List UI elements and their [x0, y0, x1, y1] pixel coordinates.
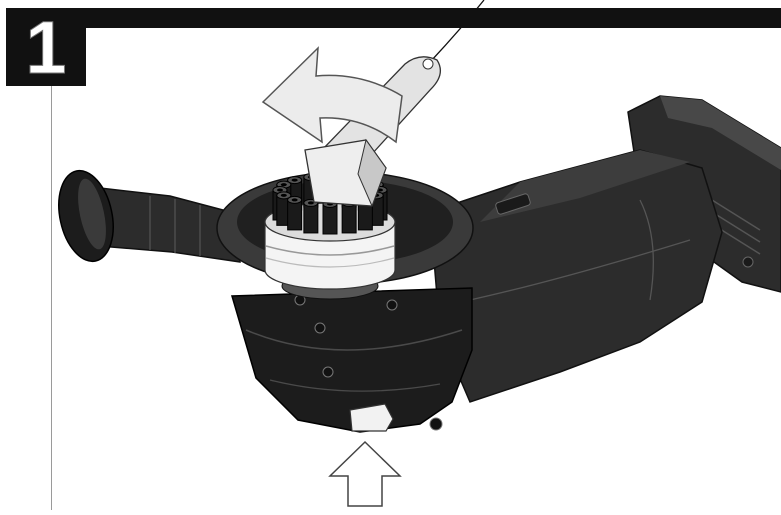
screw: [314, 322, 326, 334]
motor-housing: [429, 149, 723, 403]
callout-line: [430, 0, 485, 62]
wrench-hole: [422, 58, 434, 70]
power-switch: [495, 193, 531, 215]
left-margin-rule: [51, 86, 52, 510]
bristle-tuft: [303, 198, 319, 234]
step-number-box: 1: [6, 8, 86, 86]
screw: [429, 417, 443, 431]
bristle-tuft: [287, 195, 303, 231]
screw: [386, 299, 398, 311]
spindle-lock-button: [349, 403, 394, 432]
side-handle: [58, 169, 241, 263]
rotate-counterclockwise-arrow-icon: [261, 46, 403, 144]
screw: [322, 366, 334, 378]
up-arrow-icon: [328, 440, 402, 507]
gear-head: [231, 287, 473, 433]
spanner-wrench: [304, 56, 442, 208]
bristle-tuft: [322, 200, 338, 235]
header-bar: [84, 8, 781, 28]
wire-cup-brush: [264, 172, 396, 290]
step-number: 1: [25, 6, 67, 89]
